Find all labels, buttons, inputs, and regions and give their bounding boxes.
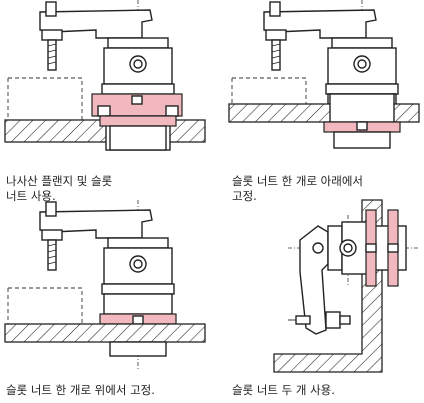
caption-bottom-left: 슬롯 너트 한 개로 위에서 고정. [6,383,155,397]
caption-bottom-right: 슬롯 너트 두 개 사용. [232,383,335,397]
base-plate [4,323,206,343]
panel-threaded-flange [4,0,206,151]
caption-top-right-line-2: 고정. [232,189,257,203]
panel-nut-below [228,0,420,150]
caption-top-left-line-1: 나사산 플랜지 및 슬롯 [6,174,113,188]
slotted-nut [99,115,177,127]
caption-top-left-line-2: 너트 사용. [6,189,56,203]
panel-nut-above [4,200,206,370]
panel-two-nuts [273,199,420,373]
caption-top-right-line-1: 슬롯 너트 한 개로 아래에서 [232,174,364,188]
